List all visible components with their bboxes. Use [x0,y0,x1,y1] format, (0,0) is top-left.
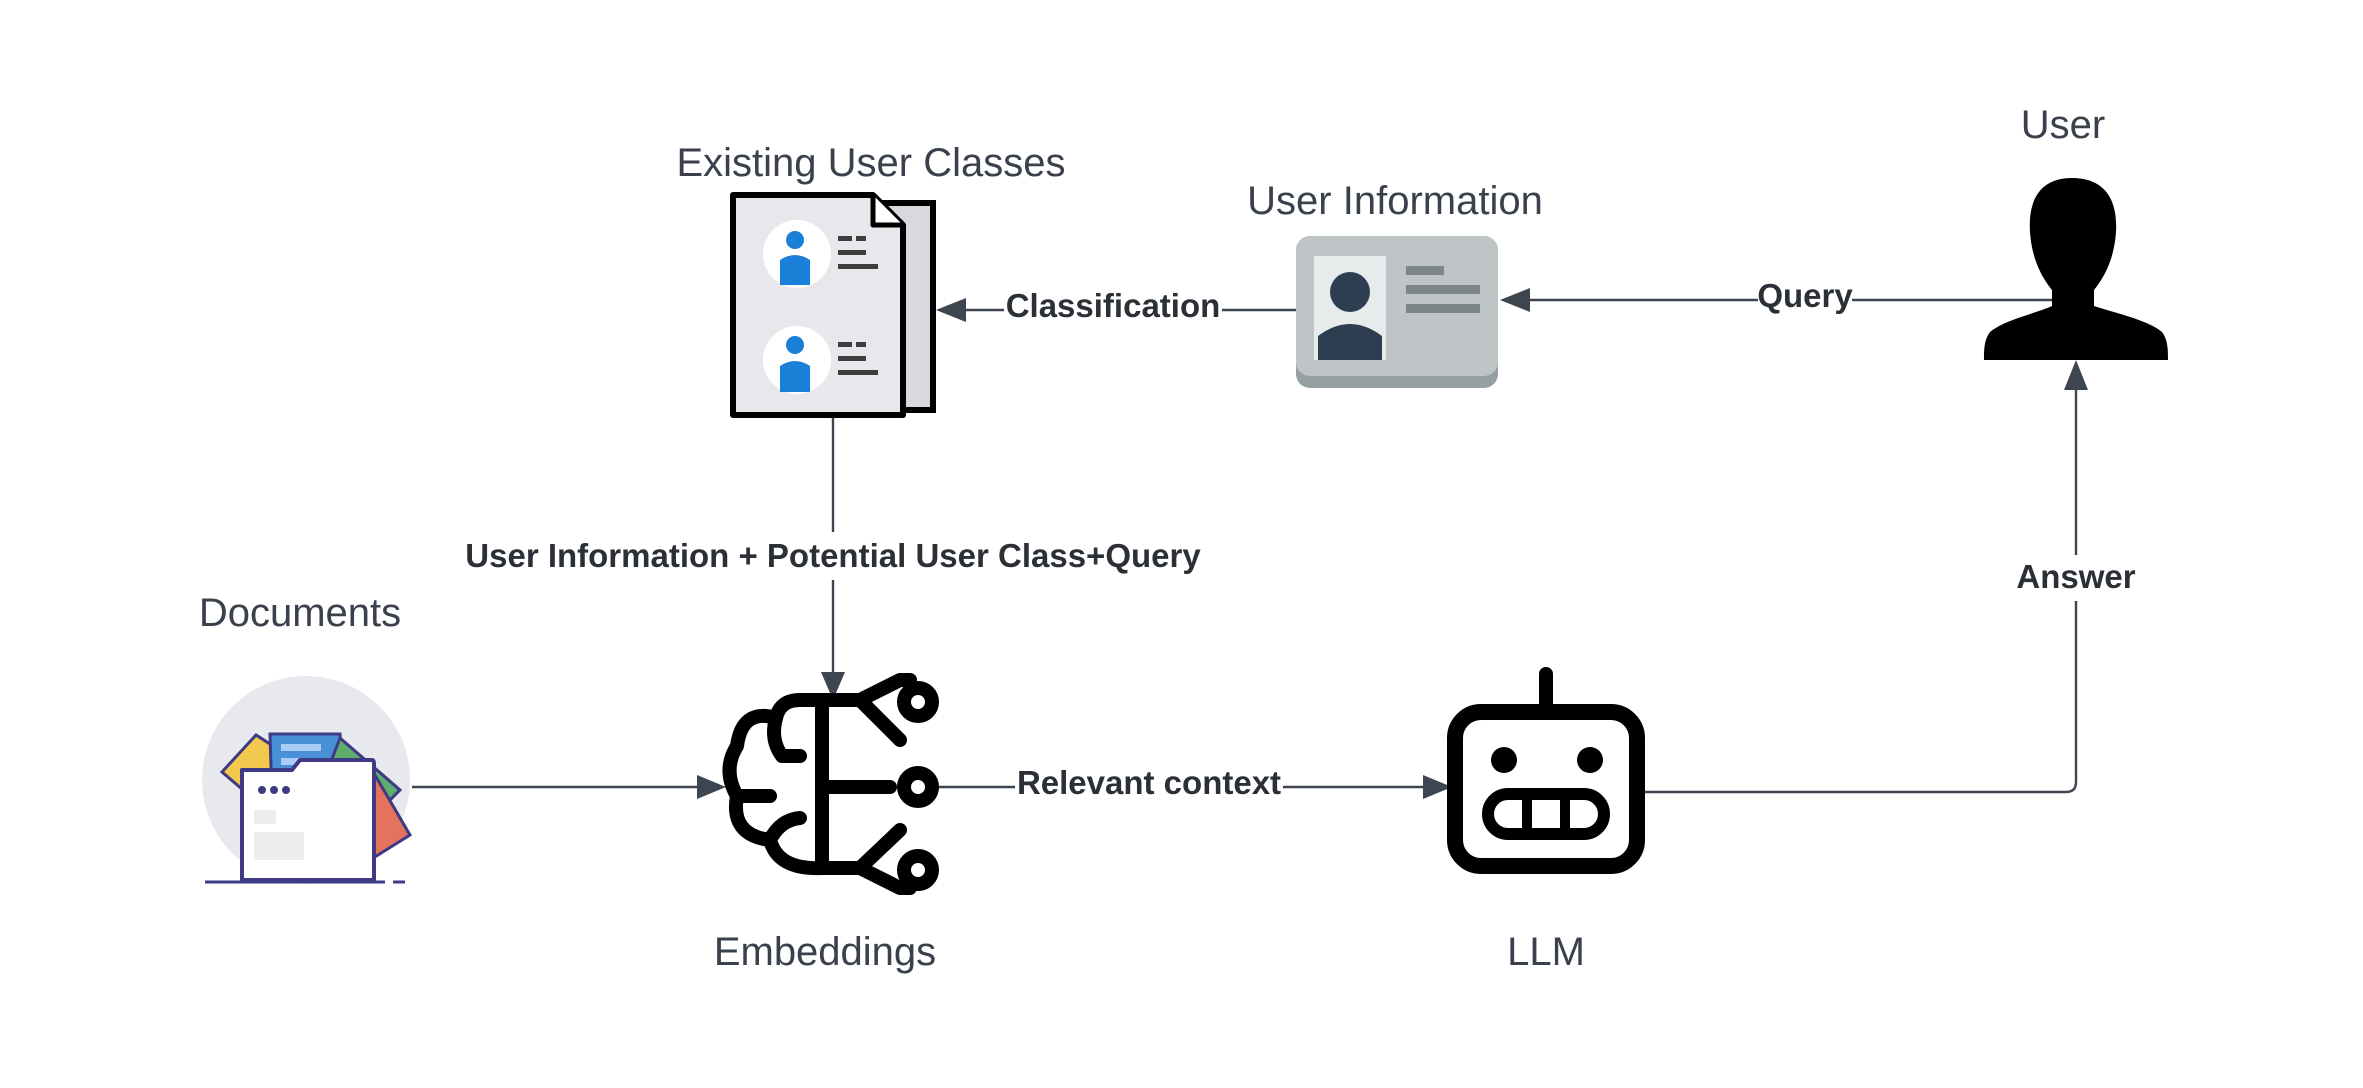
robot-icon [1447,667,1645,874]
brain-network-icon [722,673,939,895]
edge-label-answer: Answer [2016,558,2135,595]
user-silhouette-icon [1984,178,2168,360]
edge-label-relevant-context: Relevant context [1017,764,1281,801]
node-label-llm: LLM [1507,930,1585,974]
node-label-embeddings: Embeddings [714,930,936,974]
id-card-icon [1296,236,1498,388]
node-label-existing-user-classes: Existing User Classes [676,141,1065,185]
edge-label-classification: Classification [1006,287,1221,324]
edge-label-query: Query [1757,277,1853,314]
folder-documents-icon [202,676,413,884]
edge-documents-to-embeddings [412,775,726,799]
edge-answer [1642,360,2088,794]
node-label-user-information: User Information [1247,179,1543,223]
node-label-user: User [2021,103,2105,147]
edge-label-to-embeddings: User Information + Potential User Class+… [465,537,1201,574]
user-document-icon [730,192,936,418]
node-label-documents: Documents [199,591,401,635]
